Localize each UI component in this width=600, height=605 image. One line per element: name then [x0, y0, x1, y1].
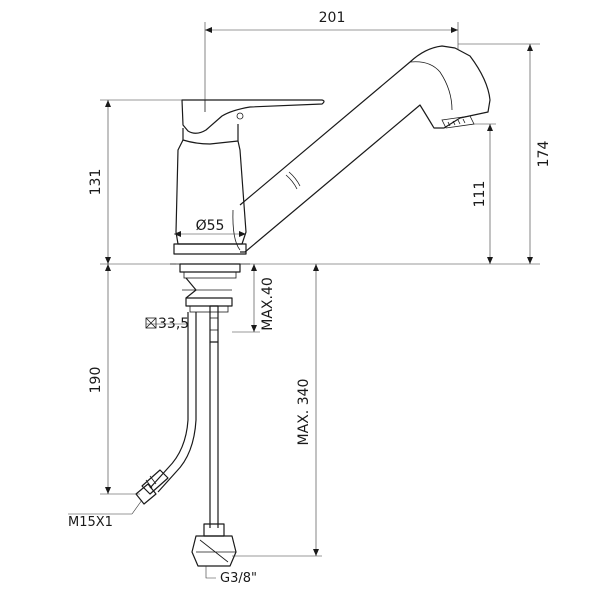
spout-joint: [288, 171, 301, 187]
dim-height-174: 174: [536, 141, 552, 168]
pull-out-spout: [239, 45, 491, 253]
dim-max-40: MAX.40: [260, 277, 276, 331]
threaded-stud: [209, 305, 219, 343]
label-g38: G3/8": [220, 571, 257, 586]
mounting-nut: [185, 297, 233, 307]
lever-screw: [236, 112, 244, 120]
label-m15x1: M15X1: [68, 515, 113, 530]
dimension-labels: 201 131 174 111 Ø55 MAX.40 33,5 190 MAX.…: [68, 10, 552, 586]
flex-hose-left: [149, 312, 189, 489]
dim-max-340: MAX. 340: [296, 379, 312, 446]
lever-handle: [181, 99, 325, 134]
cartridge-neck: [182, 124, 239, 145]
dim-width-201: 201: [319, 10, 346, 26]
mounting-washer: [179, 263, 241, 273]
hoses: [135, 312, 237, 567]
faucet-body: [175, 45, 491, 253]
dimension-lines: [68, 22, 540, 579]
dim-height-111: 111: [472, 181, 488, 208]
dim-diameter-55: Ø55: [196, 218, 225, 234]
dim-height-131: 131: [88, 169, 104, 196]
dim-length-190: 190: [88, 367, 104, 394]
spray-head: [409, 61, 453, 111]
base-flange: [173, 243, 247, 255]
mounting-assembly: [170, 243, 250, 343]
dim-nut-33-5: 33,5: [158, 316, 189, 332]
nut-size-icon: [145, 317, 157, 329]
g38-fitting: [191, 523, 237, 567]
